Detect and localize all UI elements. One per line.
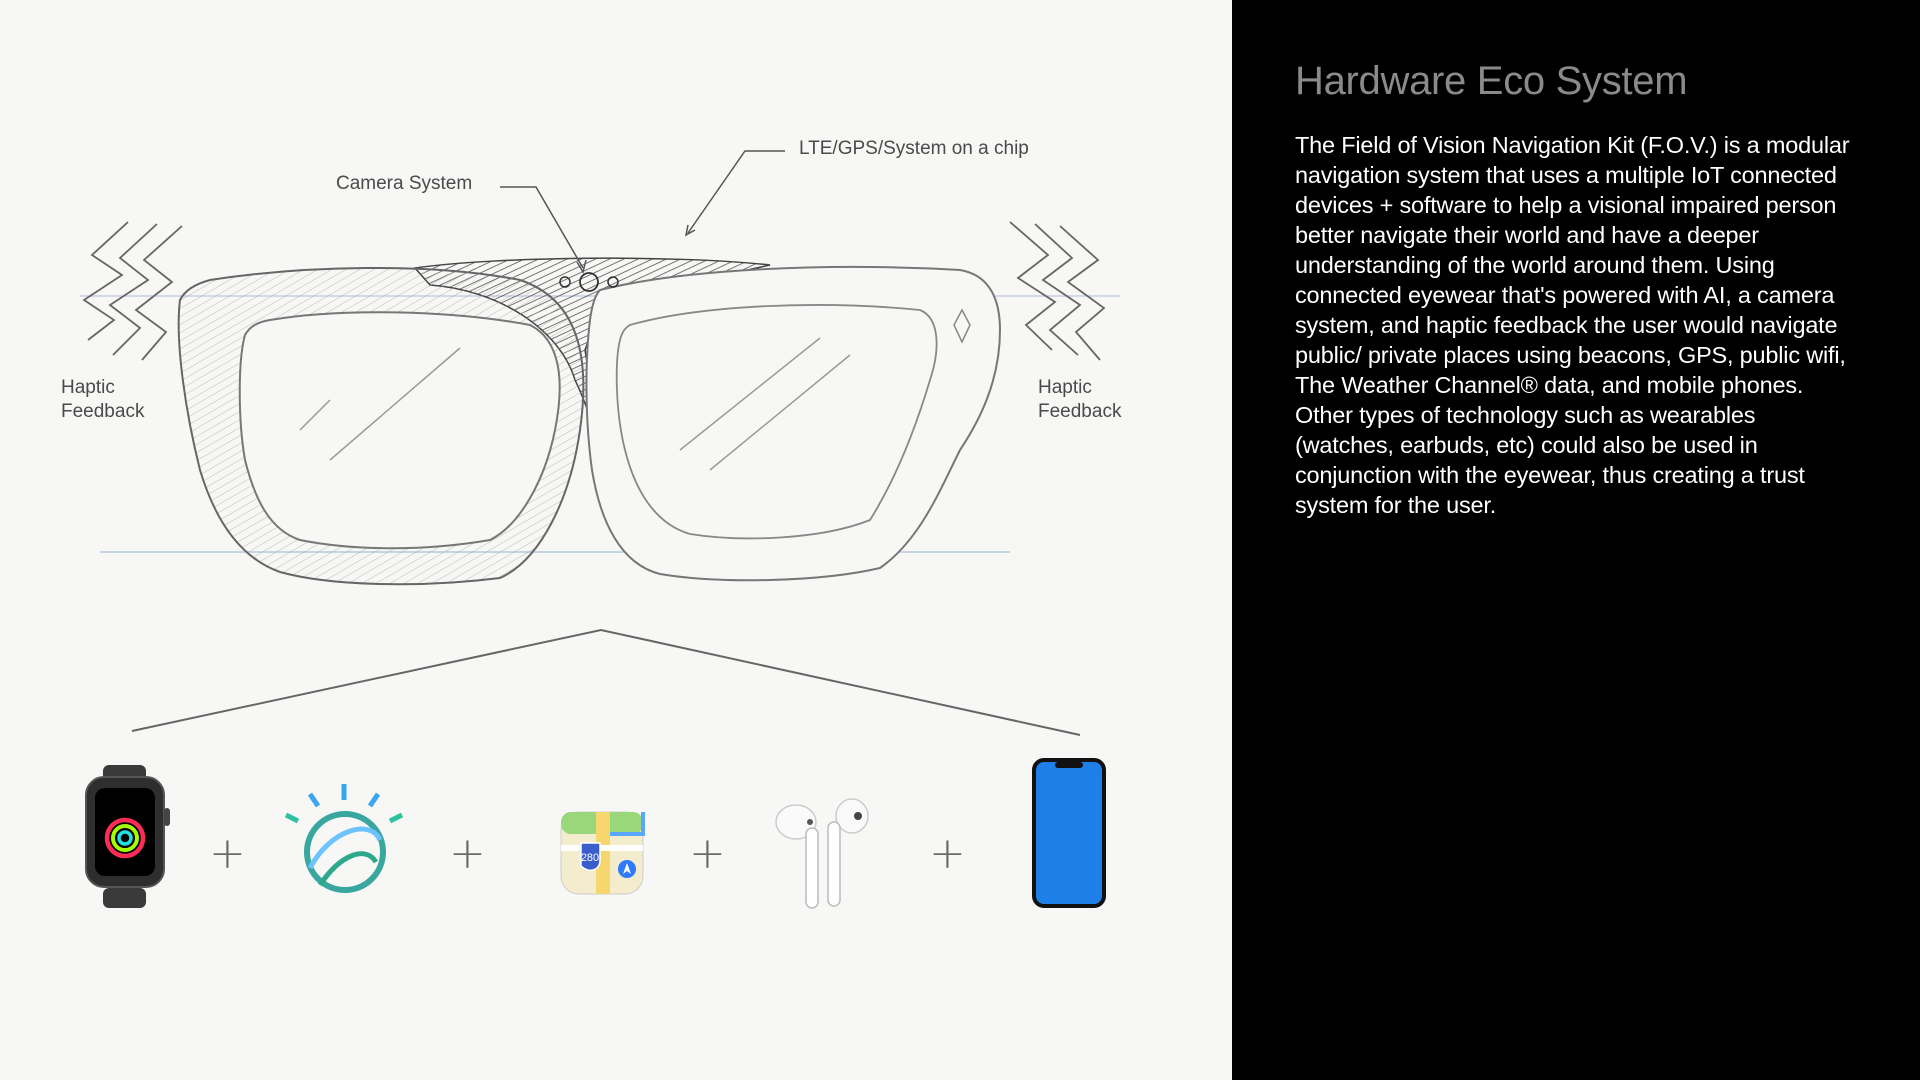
haptic-zigzag-left-1 — [82, 221, 129, 341]
svg-text:280: 280 — [581, 852, 599, 864]
earbuds-icon — [775, 798, 869, 909]
hinge-diamond — [953, 308, 971, 344]
camera-sensor-right — [607, 276, 619, 288]
lte-gps-label: LTE/GPS/System on a chip — [799, 138, 1029, 159]
lte-callout-arrow — [684, 224, 696, 237]
glare-right-2 — [709, 354, 851, 471]
ai-sphere-icon — [284, 784, 404, 893]
panel-body-text: The Field of Vision Navigation Kit (F.O.… — [1295, 132, 1850, 518]
description-panel: Hardware Eco System The Field of Vision … — [1232, 0, 1920, 1080]
lens-right — [615, 304, 938, 540]
camera-sensor-left — [559, 276, 571, 288]
panel-title: Hardware Eco System — [1295, 59, 1688, 103]
camera-system-label: Camera System — [336, 173, 473, 194]
haptic-zigzag-left-3 — [134, 225, 183, 361]
smartwatch-icon — [85, 765, 170, 908]
glare-left-2 — [299, 399, 331, 431]
plus-sign: + — [449, 828, 486, 879]
camera-callout-line — [500, 186, 584, 269]
plus-sign: + — [929, 828, 966, 879]
glare-right-1 — [679, 337, 821, 451]
lens-left — [238, 311, 561, 550]
plus-sign: + — [689, 828, 726, 879]
haptic-zigzag-right-1 — [1009, 221, 1057, 351]
eyewear-sketch: 280 — [80, 150, 1120, 909]
haptic-zigzag-left-2 — [108, 223, 158, 356]
device-connector — [131, 628, 1081, 736]
lte-callout-line — [687, 150, 785, 234]
camera-callout-arrow — [576, 259, 587, 274]
glare-left-1 — [329, 347, 461, 461]
haptic-zigzag-right-3 — [1059, 225, 1106, 361]
smartphone-icon — [1032, 758, 1106, 908]
plus-sign: + — [209, 828, 246, 879]
diagram-panel: 280 Camera System LTE/GPS/System on a ch… — [61, 138, 1122, 909]
camera-lens — [579, 272, 599, 292]
haptic-zigzag-right-2 — [1034, 223, 1082, 356]
maps-app-icon: 280 — [560, 811, 645, 895]
